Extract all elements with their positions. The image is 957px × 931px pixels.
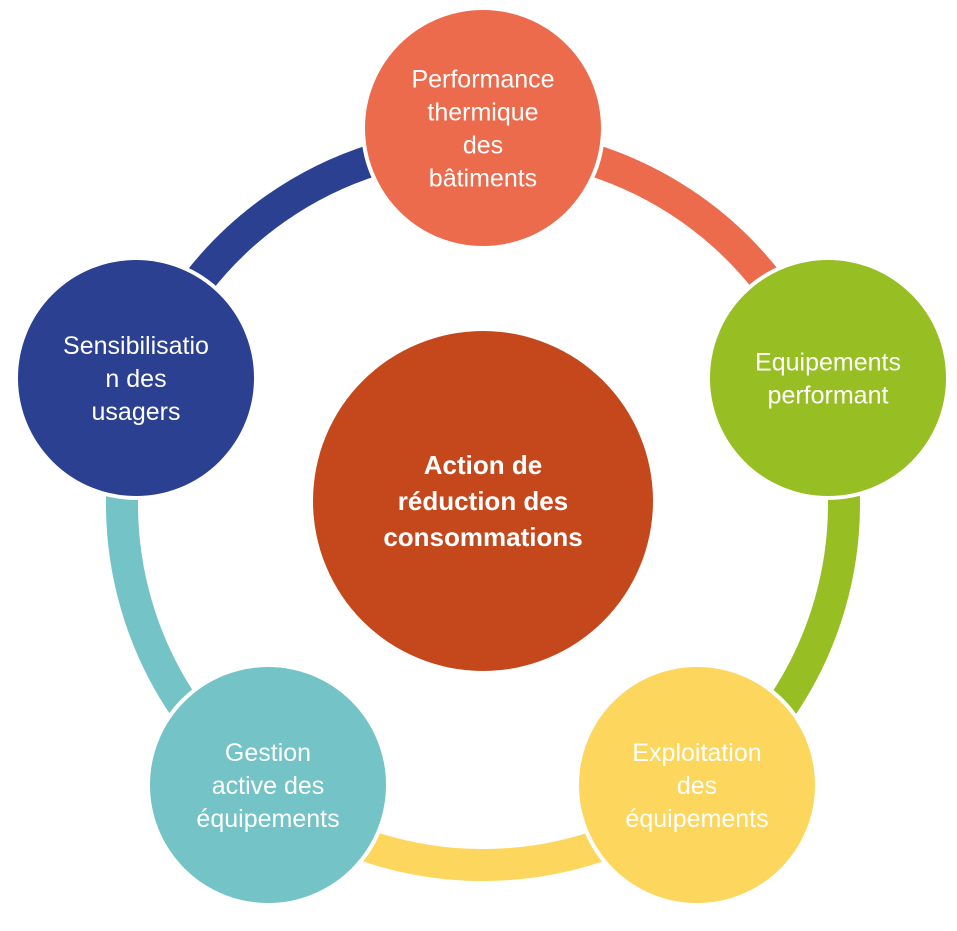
- node-label-line: performant: [768, 382, 889, 410]
- node-label-line: Performance: [411, 66, 554, 94]
- node-gestion-active: Gestion active des équipements: [146, 663, 390, 907]
- node-label-line: bâtiments: [429, 165, 537, 193]
- node-exploitation-equipements: Exploitation des équipements: [575, 663, 819, 907]
- node-label-line: Exploitation: [632, 739, 761, 767]
- node-label-performance-thermique: Performance thermique des bâtiments: [411, 66, 554, 193]
- node-label-line: des: [677, 772, 717, 800]
- center-label-line: Action de: [424, 450, 542, 480]
- node-label-line: thermique: [427, 99, 538, 127]
- node-equipements-performant: Equipements performant: [706, 256, 950, 500]
- node-label-equipements-performant: Equipements performant: [755, 349, 901, 410]
- node-circle-equipements-performant: [706, 256, 950, 500]
- node-label-sensibilisation-usagers: Sensibilisatio n des usagers: [63, 332, 209, 426]
- node-label-line: n des: [105, 365, 166, 393]
- center-label: Action de réduction des consommations: [383, 450, 582, 552]
- node-label-line: Equipements: [755, 349, 901, 377]
- center-circle-group: Action de réduction des consommations: [313, 331, 653, 671]
- node-label-gestion-active: Gestion active des équipements: [196, 739, 339, 833]
- center-label-line: consommations: [383, 522, 582, 552]
- node-sensibilisation-usagers: Sensibilisatio n des usagers: [14, 256, 258, 500]
- node-performance-thermique: Performance thermique des bâtiments: [361, 6, 605, 250]
- node-label-line: équipements: [196, 805, 339, 833]
- node-circle-exploitation-equipements: [575, 663, 819, 907]
- node-label-line: des: [463, 132, 503, 160]
- cycle-nodes: Performance thermique des bâtimentsEquipeme…: [14, 6, 950, 907]
- node-label-line: usagers: [92, 398, 181, 426]
- node-label-line: équipements: [625, 805, 768, 833]
- node-label-line: Gestion: [225, 739, 311, 767]
- node-circle-performance-thermique: [361, 6, 605, 250]
- center-circle: [313, 331, 653, 671]
- center-label-line: réduction des: [398, 486, 568, 516]
- node-circle-sensibilisation-usagers: [14, 256, 258, 500]
- node-label-exploitation-equipements: Exploitation des équipements: [625, 739, 768, 833]
- node-label-line: Sensibilisatio: [63, 332, 209, 360]
- node-label-line: active des: [212, 772, 325, 800]
- node-circle-gestion-active: [146, 663, 390, 907]
